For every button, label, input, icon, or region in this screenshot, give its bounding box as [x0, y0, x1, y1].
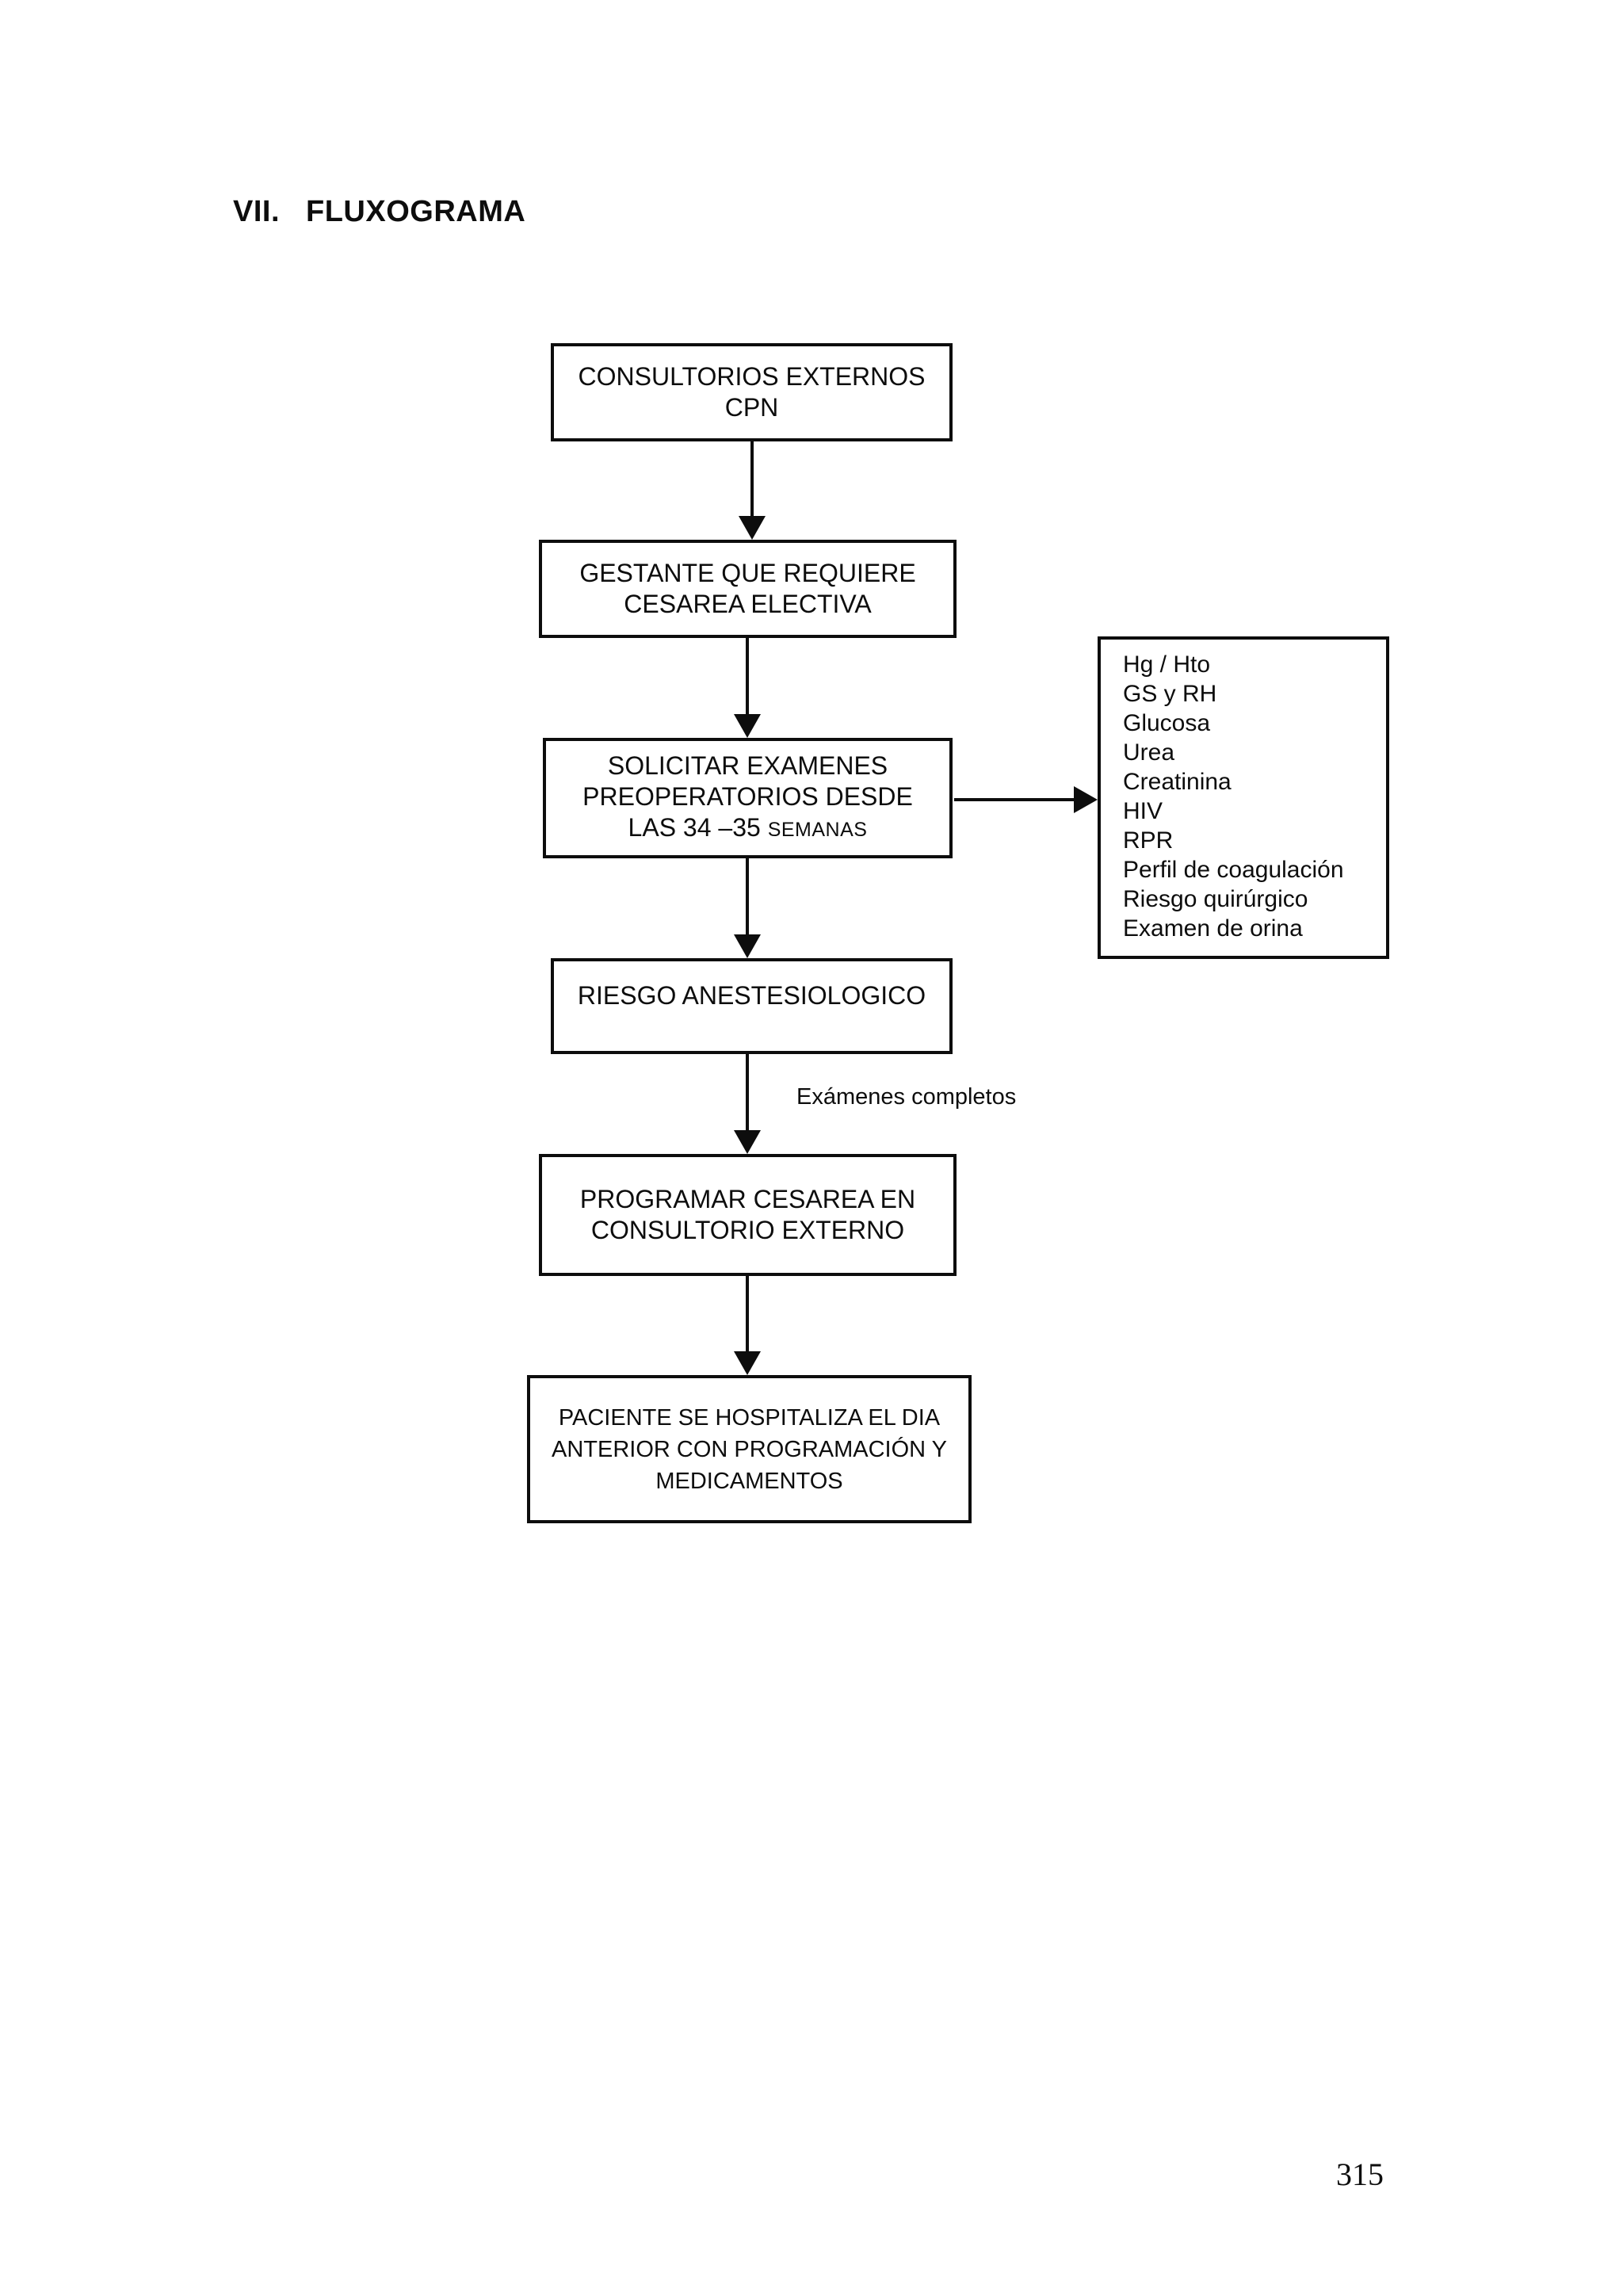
flow-node-programar-cesarea: PROGRAMAR CESAREA EN CONSULTORIO EXTERNO — [539, 1154, 957, 1276]
edge-label-examenes-completos: Exámenes completos — [796, 1084, 1017, 1110]
node-text-line: CESAREA ELECTIVA — [624, 590, 872, 618]
exams-list-item: RPR — [1123, 827, 1174, 854]
node-text-line: PACIENTE SE HOSPITALIZA EL DIA — [558, 1404, 941, 1431]
flow-node-solicitar-examenes-preoperatorios: SOLICITAR EXAMENES PREOPERATORIOS DESDE … — [543, 738, 953, 858]
arrowhead-down-icon — [739, 516, 766, 540]
exams-list-item: Examen de orina — [1123, 915, 1303, 942]
section-number: VII. — [233, 195, 281, 228]
exams-list-item: HIV — [1123, 798, 1163, 824]
flow-node-paciente-hospitaliza: PACIENTE SE HOSPITALIZA EL DIA ANTERIOR … — [527, 1375, 972, 1523]
node-text-segment: LAS 34 –35 — [628, 813, 761, 842]
arrowhead-right-icon — [1074, 786, 1098, 813]
exams-list-box: Hg / Hto GS y RH Glucosa Urea Creatinina… — [1098, 636, 1389, 959]
flow-arrow-down-2 — [734, 638, 761, 738]
flow-node-consultorios-externos-cpn: CONSULTORIOS EXTERNOS CPN — [551, 343, 953, 441]
node-text-line: CPN — [724, 393, 779, 422]
page-number: 315 — [1336, 2157, 1384, 2192]
exams-list-item: Perfil de coagulación — [1123, 857, 1344, 883]
exams-list-item: Hg / Hto — [1123, 651, 1211, 678]
page-title: FLUXOGRAMA — [306, 195, 526, 228]
exams-list-item: Glucosa — [1123, 710, 1211, 736]
arrow-shaft — [746, 638, 749, 716]
exams-list-item: GS y RH — [1123, 681, 1217, 707]
node-text-line: MEDICAMENTOS — [655, 1468, 843, 1494]
node-text-line: ANTERIOR CON PROGRAMACIÓN Y — [552, 1436, 947, 1462]
arrowhead-down-icon — [734, 1130, 761, 1154]
arrow-shaft — [954, 798, 1077, 801]
node-text-line: CONSULTORIOS EXTERNOS — [578, 362, 926, 391]
node-text-line: LAS 34 –35 SEMANAS — [628, 812, 868, 846]
section-heading: VII. FLUXOGRAMA — [233, 195, 525, 229]
arrow-shaft — [750, 441, 754, 518]
exams-list-item: Urea — [1123, 739, 1175, 766]
arrow-shaft — [746, 1054, 749, 1132]
node-text-line: PROGRAMAR CESAREA EN — [579, 1185, 916, 1213]
node-text-segment-small: SEMANAS — [767, 819, 868, 841]
arrowhead-down-icon — [734, 934, 761, 958]
arrowhead-down-icon — [734, 1351, 761, 1375]
node-text-line: CONSULTORIO EXTERNO — [590, 1216, 905, 1244]
exams-list-item: Riesgo quirúrgico — [1123, 886, 1308, 912]
flow-arrow-down-1 — [739, 441, 766, 540]
arrow-shaft — [746, 1276, 749, 1353]
flow-arrow-down-4 — [734, 1054, 761, 1154]
arrowhead-down-icon — [734, 714, 761, 738]
arrow-shaft — [746, 858, 749, 936]
flow-arrow-down-3 — [734, 858, 761, 958]
flow-node-gestante-cesarea-electiva: GESTANTE QUE REQUIERE CESAREA ELECTIVA — [539, 540, 957, 638]
node-text-line: PREOPERATORIOS DESDE — [582, 782, 913, 811]
node-text-line: SOLICITAR EXAMENES — [607, 751, 888, 780]
flow-node-riesgo-anestesiologico: RIESGO ANESTESIOLOGICO — [551, 958, 953, 1054]
flow-arrow-down-5 — [734, 1276, 761, 1375]
flow-arrow-right-exams — [954, 786, 1098, 813]
node-text-line: GESTANTE QUE REQUIERE — [579, 559, 916, 587]
exams-list-item: Creatinina — [1123, 769, 1232, 795]
node-text-line: RIESGO ANESTESIOLOGICO — [577, 981, 926, 1010]
